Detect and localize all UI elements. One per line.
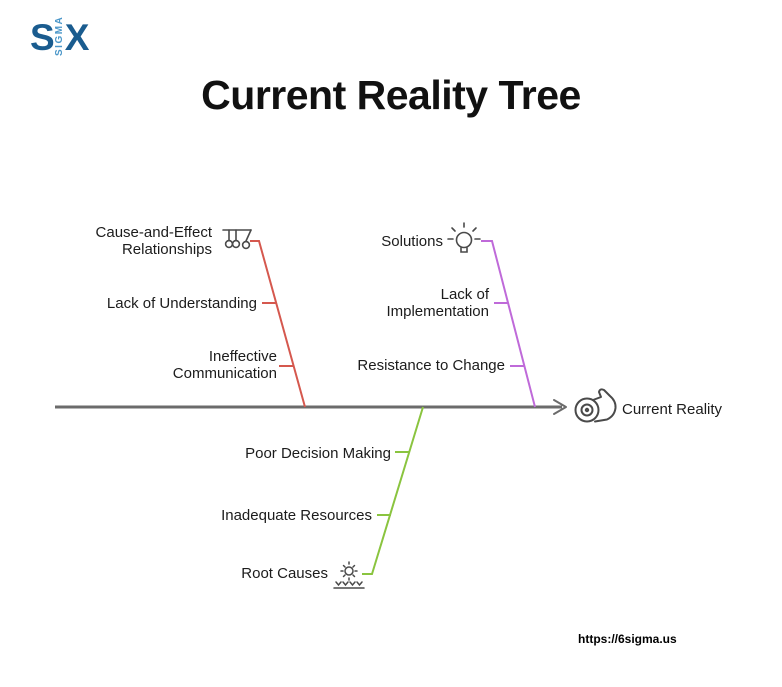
logo-letter-s: S — [30, 16, 55, 58]
branch-line-top-right — [481, 240, 536, 408]
label-cause-and-effect-relationships: Cause-and-Effect Relationships — [95, 224, 212, 258]
spine-arrowhead-icon — [553, 399, 567, 415]
sun-sprout-icon — [333, 561, 365, 589]
newtons-cradle-icon — [222, 229, 252, 250]
label-ineffective-communication: Ineffective Communication — [172, 348, 277, 382]
label-inadequate-resources: Inadequate Resources — [221, 507, 372, 524]
branch-line-bottom — [362, 406, 424, 575]
label-root-causes: Root Causes — [241, 565, 328, 582]
lightbulb-icon — [447, 222, 481, 253]
label-lack-of-understanding: Lack of Understanding — [106, 295, 257, 312]
label-lack-of-implementation: Lack of Implementation — [386, 286, 489, 320]
site-url: https://6sigma.us — [578, 632, 677, 646]
six-sigma-logo: S SIGMA X — [30, 16, 90, 58]
label-poor-decision-making: Poor Decision Making — [245, 445, 391, 462]
label-resistance-to-change: Resistance to Change — [357, 357, 505, 374]
branch-line-top-left — [250, 240, 306, 408]
label-solutions: Solutions — [381, 233, 443, 250]
logo-letter-x: X — [64, 16, 90, 58]
log-icon — [574, 388, 617, 423]
label-current-reality: Current Reality — [622, 401, 723, 418]
page-title: Current Reality Tree — [201, 72, 581, 118]
